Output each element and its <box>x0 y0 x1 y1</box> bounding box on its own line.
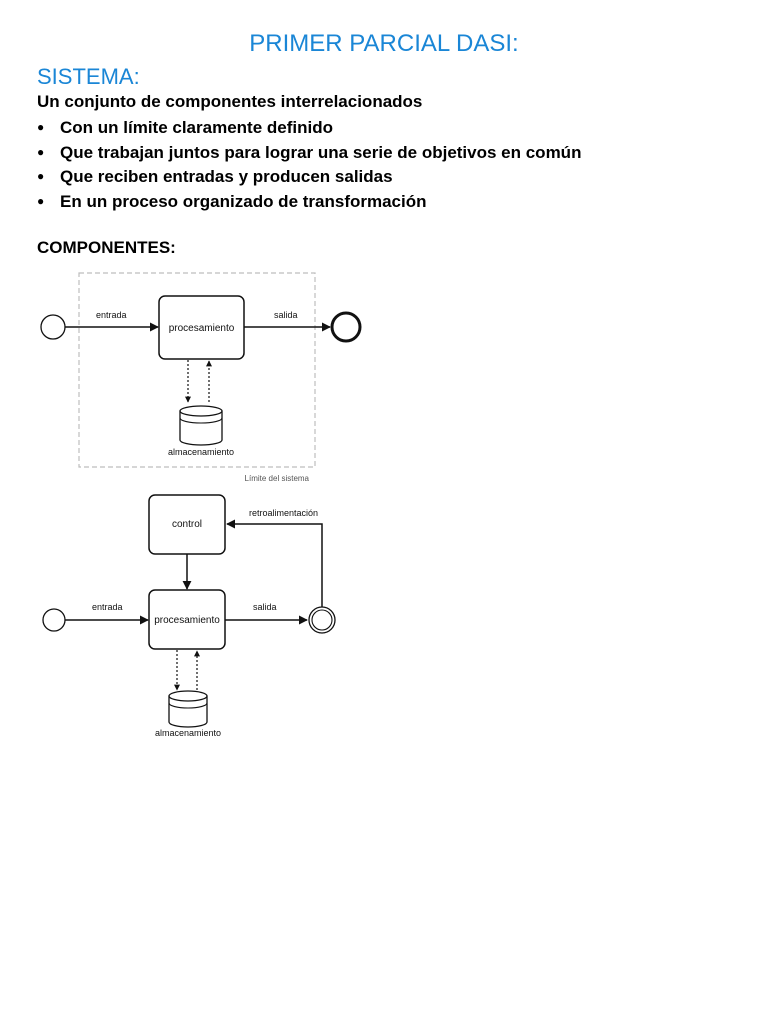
bullet-icon: ● <box>37 120 45 134</box>
intermediate-event-icon <box>308 606 336 634</box>
bullet-icon: ● <box>37 144 45 159</box>
storage-label: almacenamiento <box>155 728 221 738</box>
list-item: ● Que trabajan juntos para lograr una ser… <box>37 141 581 166</box>
database-icon <box>168 690 208 728</box>
list-item: ● En un proceso organizado de transformac… <box>37 190 581 215</box>
page-title: PRIMER PARCIAL DASI: <box>249 30 519 57</box>
bullet-icon: ● <box>37 193 45 208</box>
feedback-arrow <box>226 519 323 607</box>
list-item: ● Que reciben entradas y producen salidas <box>37 165 581 190</box>
components-title: COMPONENTES: <box>37 238 176 257</box>
process-label: procesamiento <box>169 323 235 334</box>
start-event-icon <box>42 608 66 632</box>
start-event-icon <box>40 314 66 340</box>
intro-text: Un conjunto de componentes interrelacion… <box>37 92 423 111</box>
database-icon <box>179 405 223 446</box>
output-label: salida <box>274 310 298 320</box>
bullet-list: ● Con un límite claramente definido ● Que … <box>37 116 581 214</box>
feedback-diagram: control entrada procesamiento salida ret… <box>42 494 336 738</box>
input-label: entrada <box>96 310 127 320</box>
feedback-label: retroalimentación <box>249 508 318 518</box>
input-label: entrada <box>92 602 123 612</box>
end-event-icon <box>330 311 362 343</box>
list-item-text: En un proceso organizado de transformaci… <box>60 191 427 211</box>
storage-label: almacenamiento <box>168 447 234 457</box>
section-title: SISTEMA: <box>37 64 140 89</box>
list-item-text: Que trabajan juntos para lograr una seri… <box>60 142 582 162</box>
output-label: salida <box>253 602 277 612</box>
process-label: procesamiento <box>154 615 220 626</box>
system-boundary <box>78 272 316 468</box>
control-label: control <box>172 519 202 530</box>
bullet-icon: ● <box>37 169 45 183</box>
boundary-caption: Límite del sistema <box>245 474 310 483</box>
list-item-text: Que reciben entradas y producen salidas <box>60 167 393 186</box>
list-item-text: Con un límite claramente definido <box>60 118 333 137</box>
system-diagram: entrada procesamiento salida almacenamie… <box>40 272 362 483</box>
list-item: ● Con un límite claramente definido <box>37 116 581 141</box>
